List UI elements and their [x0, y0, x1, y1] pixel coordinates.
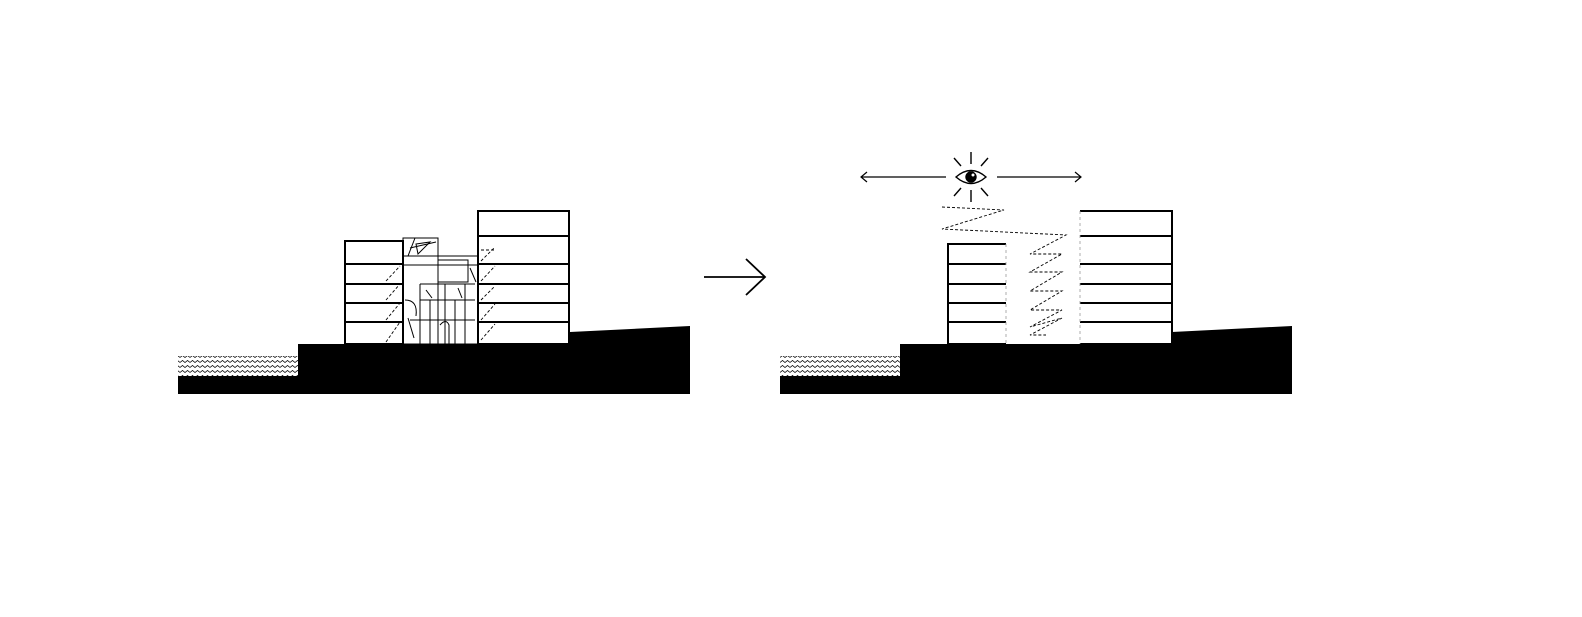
- building-right-low: [947, 243, 1006, 345]
- water-right: [780, 356, 900, 376]
- ground-left: [178, 326, 690, 394]
- panel-before: [178, 210, 690, 394]
- building-left-low: [344, 240, 404, 345]
- ground-right: [780, 326, 1292, 394]
- central-structure: [402, 237, 479, 345]
- arrow-right-icon: [704, 258, 767, 296]
- water-left: [178, 356, 298, 376]
- panel-after: [780, 152, 1292, 394]
- building-right-tall: [1080, 210, 1173, 345]
- double-arrow-horizontal-icon: [860, 171, 1082, 183]
- void-edges: [1005, 211, 1081, 344]
- building-left-tall: [477, 210, 570, 345]
- eye-icon: [953, 152, 989, 202]
- zigzag-path: [941, 206, 1068, 336]
- stair-dashes-left-tall: [480, 246, 496, 341]
- stair-dashes-left-low: [385, 265, 401, 343]
